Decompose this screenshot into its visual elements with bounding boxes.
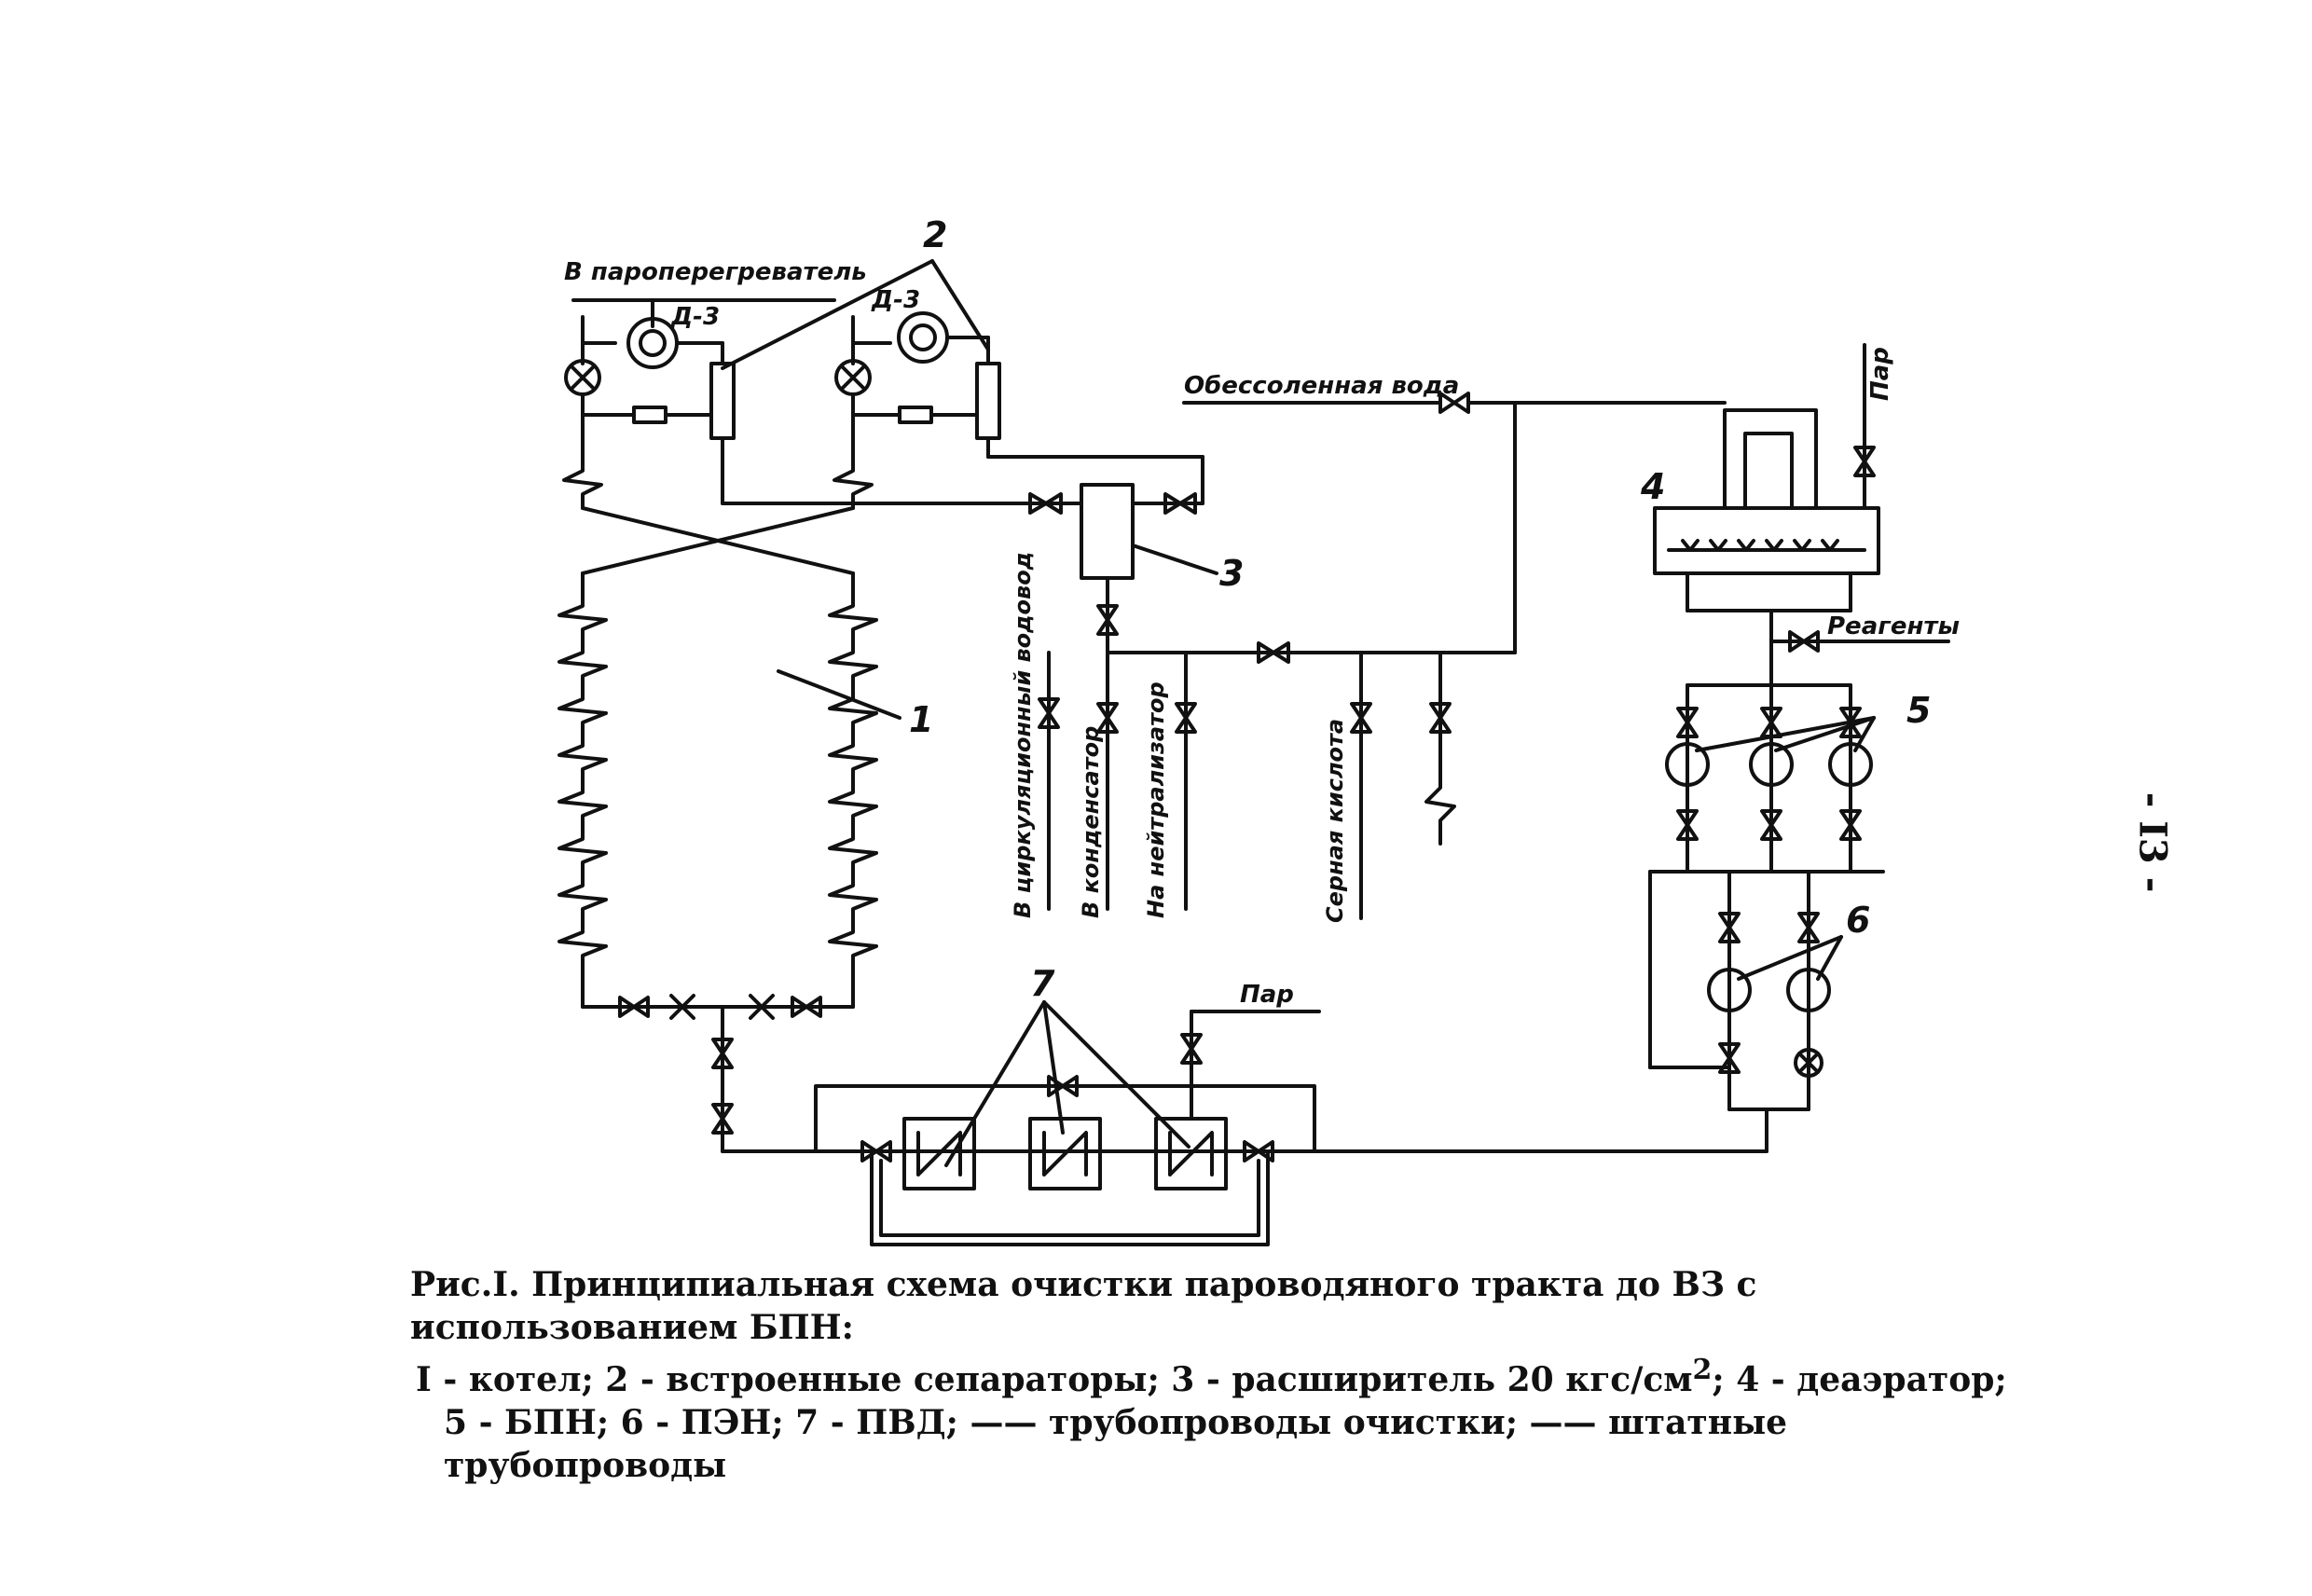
number-3: 3 [1219,553,1244,594]
number-2: 2 [923,214,947,255]
label-steam-top: Пар [1866,347,1894,401]
deaerator-column [1743,432,1794,510]
right-separator-assembly [833,311,1001,510]
deaerator-4 [1653,343,1950,687]
label-steam-bottom: Пар [1240,981,1294,1009]
feed-pumps-6 [1648,870,1843,1153]
caption-line-1: Рис.I. Принципиальная схема очистки паро… [410,1265,1757,1347]
label-reagents: Реагенты [1827,612,1960,640]
separator-drain-lines [721,455,1204,515]
number-6: 6 [1846,900,1870,941]
hp-heaters-7 [814,1000,1768,1246]
label-demin-water: Обессоленная вода [1184,372,1459,400]
caption-line-2: I - котел; 2 - встроенные сепараторы; 3 … [410,1349,2051,1401]
number-4: 4 [1640,466,1665,507]
drain-branches [1038,651,1456,920]
label-sulfuric-acid: Серная кислота [1322,719,1348,923]
booster-pumps-5 [1648,683,1885,874]
label-to-neutralizer: На нейтрализатор [1143,681,1169,918]
expander-3 [1080,483,1163,654]
page-number: - I3 - [2130,791,2175,893]
label-d3-right: Д-3 [871,286,920,314]
label-superheater: В пароперегреватель [564,258,867,286]
caption-line-2-b: ; 4 - деаэратор; [1712,1360,2007,1399]
figure-caption: Рис.I. Принципиальная схема очистки паро… [410,1263,2051,1487]
separator-right [975,362,1001,440]
left-separator-assembly [562,315,736,510]
boiler-outlet-line [711,1005,864,1153]
number-5: 5 [1906,690,1931,731]
caption-line-2-sup: 2 [1692,1354,1713,1386]
leader-lines [721,259,1218,575]
label-d3-left: Д-3 [670,303,720,331]
label-to-circ-water: В циркуляционный водовод [1010,552,1036,918]
boiler-1 [557,506,901,1020]
number-1: 1 [909,699,933,740]
separator-left [709,362,736,440]
number-7: 7 [1030,963,1055,1004]
caption-line-3: 5 - БПН; 6 - ПЭН; 7 - ПВД; —— трубопрово… [444,1403,1788,1485]
demin-water-line [1106,392,1727,664]
caption-line-2-a: I - котел; 2 - встроенные сепараторы; 3 … [416,1360,1693,1399]
label-to-condenser: В конденсатор [1078,726,1104,918]
superheater-header [571,298,836,328]
flow-meter-right [897,311,949,364]
